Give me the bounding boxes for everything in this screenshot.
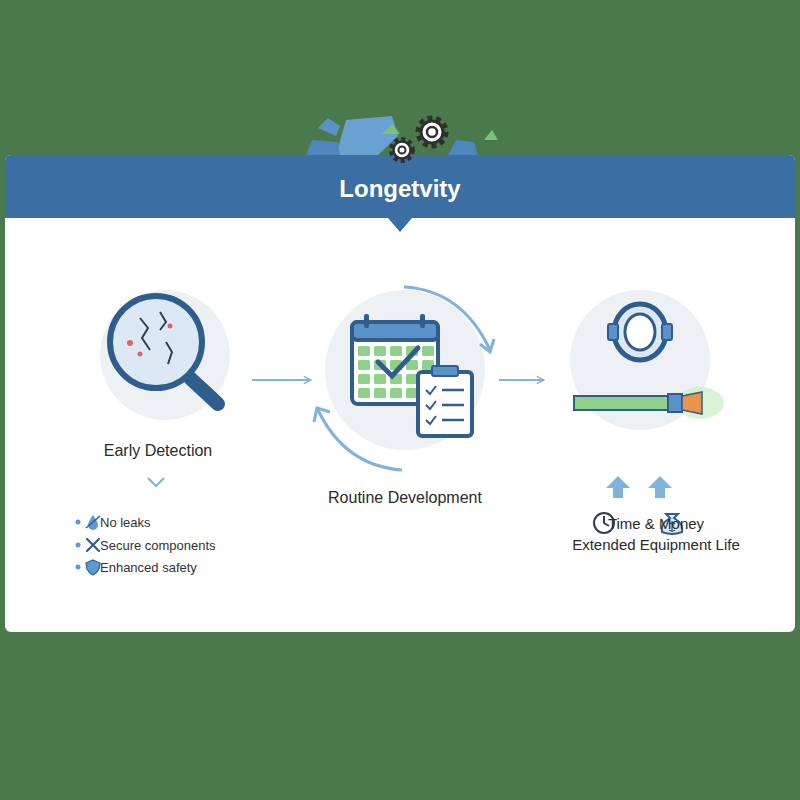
bullet-label: Enhanced safety bbox=[100, 559, 197, 576]
title: Longetvity bbox=[5, 174, 795, 204]
header-decoration bbox=[306, 116, 498, 160]
schedule-icon bbox=[314, 287, 494, 470]
step-node: Routine Development bbox=[315, 285, 495, 508]
step-label: Routine Development bbox=[315, 487, 495, 508]
header-band bbox=[5, 155, 795, 218]
chevron bbox=[148, 478, 164, 486]
bullet-label: No leaks bbox=[100, 514, 151, 531]
step-label: Time & Money bbox=[548, 513, 764, 534]
step-label: Early Detection bbox=[68, 440, 248, 461]
flow-arrow bbox=[252, 379, 311, 381]
step-node: Time & MoneyExtended Equipment Life bbox=[548, 285, 764, 555]
magnifier-icon bbox=[100, 290, 230, 420]
bullet-icons bbox=[76, 515, 101, 575]
bullet-label: Secure components bbox=[100, 537, 216, 554]
card bbox=[5, 155, 795, 632]
header-pointer bbox=[388, 218, 412, 232]
step-node: Early Detection bbox=[68, 285, 248, 461]
equipment-icon bbox=[570, 290, 724, 430]
flow-arrow bbox=[499, 379, 544, 381]
step-label: Extended Equipment Life bbox=[548, 534, 764, 555]
